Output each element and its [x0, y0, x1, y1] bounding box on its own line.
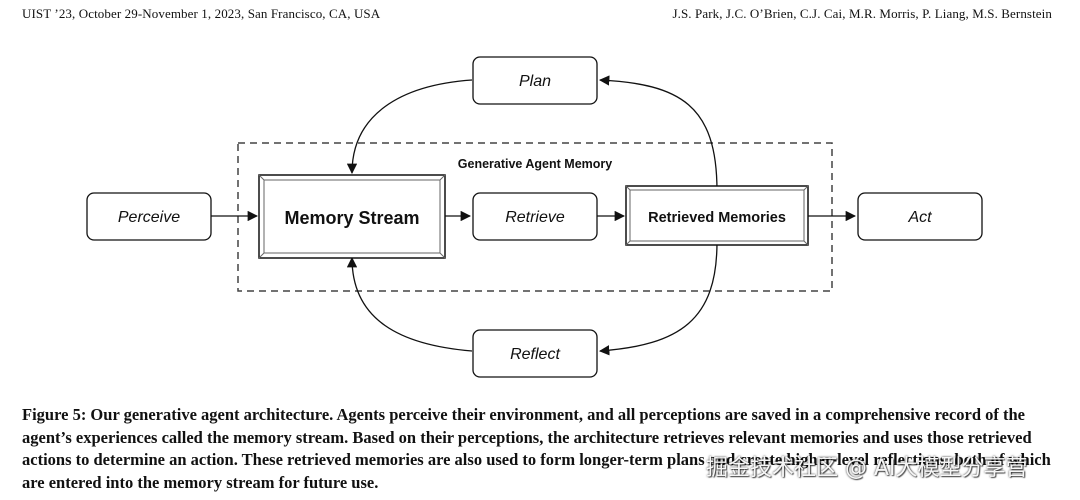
memory-group-label: Generative Agent Memory — [458, 157, 612, 171]
retrieve-node: Retrieve — [472, 192, 598, 241]
plan-to-memory-arrow — [346, 79, 473, 175]
architecture-figure: Generative Agent Memory Plan Reflect Per… — [0, 40, 1080, 390]
running-header-venue: UIST ’23, October 29-November 1, 2023, S… — [22, 6, 381, 21]
perceive-label: Perceive — [118, 209, 180, 226]
retrieve-label: Retrieve — [505, 209, 565, 226]
memory-stream-label: Memory Stream — [284, 208, 419, 228]
reflect-to-memory-arrow — [346, 256, 473, 352]
reflect-node: Reflect — [472, 329, 598, 378]
memory-stream-node: Memory Stream — [258, 174, 446, 259]
figure-caption: Figure 5: Our generative agent architect… — [22, 405, 1051, 492]
retrieved-memories-node: Retrieved Memories — [625, 185, 809, 246]
reflect-label: Reflect — [510, 346, 560, 363]
act-node: Act — [857, 192, 983, 241]
memory-group-frame — [237, 142, 833, 292]
retrieved-memories-label: Retrieved Memories — [648, 210, 786, 226]
perceive-node: Perceive — [86, 192, 212, 241]
plan-node: Plan — [472, 56, 598, 105]
retrieved-to-reflect-arrow — [598, 241, 718, 356]
plan-label: Plan — [519, 73, 551, 90]
running-header-authors: J.S. Park, J.C. O’Brien, C.J. Cai, M.R. … — [672, 6, 1052, 21]
act-label: Act — [907, 209, 932, 226]
retrieved-to-plan-arrow — [598, 75, 718, 192]
architecture-diagram: Generative Agent Memory Plan Reflect Per… — [86, 56, 983, 378]
